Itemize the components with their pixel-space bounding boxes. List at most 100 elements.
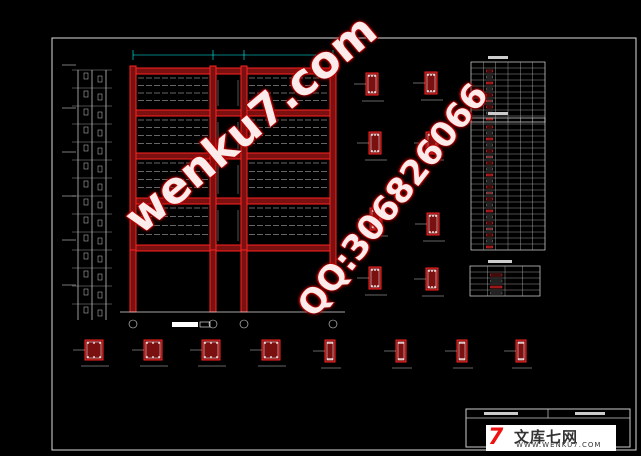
rebar-dot — [204, 356, 206, 358]
table-cell-mark — [486, 137, 493, 141]
rebar-dot — [430, 90, 432, 92]
rebar-dot — [146, 342, 148, 344]
brand-logo-icon: 7 — [488, 425, 504, 450]
rebar-dot — [398, 342, 400, 344]
rebar-dot — [435, 215, 437, 217]
axis-mark — [83, 144, 89, 152]
rebar-dot — [210, 342, 212, 344]
column-section-rebar — [427, 269, 437, 289]
rebar-dot — [374, 285, 376, 287]
rebar-dot — [459, 342, 461, 344]
rebar-dot — [434, 286, 436, 288]
rebar-dot — [152, 356, 154, 358]
rebar-dot — [398, 358, 400, 360]
rebar-dot — [374, 269, 376, 271]
table-cell-mark — [486, 191, 493, 195]
rebar-dot — [368, 75, 370, 77]
table-cell-mark — [486, 221, 493, 225]
rebar-dot — [99, 356, 101, 358]
rebar-dot — [327, 342, 329, 344]
rebar-dot — [329, 342, 331, 344]
rebar-dot — [371, 269, 373, 271]
rebar-dot — [270, 342, 272, 344]
rebar-dot — [210, 356, 212, 358]
column-section-rebar — [426, 73, 436, 93]
table-cell-mark — [486, 245, 493, 249]
rebar-dot — [368, 91, 370, 93]
rebar-dot — [427, 90, 429, 92]
rebar-dot — [428, 134, 430, 136]
rebar-dot — [87, 342, 89, 344]
rebar-dot — [371, 134, 373, 136]
table-cell-mark — [486, 105, 493, 109]
axis-mark — [97, 291, 103, 299]
rebar-dot — [459, 358, 461, 360]
rebar-dot — [431, 150, 433, 152]
rebar-dot — [378, 226, 380, 228]
table-cell-mark — [486, 75, 493, 79]
rebar-dot — [270, 356, 272, 358]
rebar-dot — [377, 269, 379, 271]
axis-mark — [97, 255, 103, 263]
rebar-dot — [402, 358, 404, 360]
rebar-dot — [463, 342, 465, 344]
axis-mark — [83, 288, 89, 296]
table-cell-mark — [490, 285, 503, 289]
rebar-dot — [372, 210, 374, 212]
rebar-dot — [520, 342, 522, 344]
rebar-dot — [158, 342, 160, 344]
axis-mark — [97, 183, 103, 191]
rebar-dot — [331, 342, 333, 344]
rebar-dot — [522, 342, 524, 344]
table-cell-mark — [486, 93, 493, 97]
table-cell-mark — [486, 179, 493, 183]
axis-bubble — [328, 319, 338, 329]
rebar-dot — [371, 285, 373, 287]
rebar-dot — [400, 342, 402, 344]
rebar-dot — [433, 90, 435, 92]
axis-mark — [83, 216, 89, 224]
table-cell-mark — [486, 87, 493, 91]
rebar-dot — [375, 210, 377, 212]
axis-bubble — [208, 319, 218, 329]
axis-mark — [97, 111, 103, 119]
rebar-dot — [374, 75, 376, 77]
table-cell-mark — [486, 203, 493, 207]
rebar-dot — [434, 150, 436, 152]
axis-mark — [83, 126, 89, 134]
axis-mark — [83, 108, 89, 116]
rebar-dot — [518, 342, 520, 344]
axis-mark — [83, 306, 89, 314]
table-cell-mark — [486, 69, 493, 73]
rebar-dot — [375, 226, 377, 228]
table-title-bar — [488, 260, 512, 263]
axis-mark — [83, 234, 89, 242]
table-cell-mark — [490, 279, 503, 283]
rebar-dot — [431, 286, 433, 288]
table-cell-mark — [486, 155, 493, 159]
axis-mark — [97, 93, 103, 101]
axis-mark — [97, 273, 103, 281]
rebar-dot — [264, 342, 266, 344]
axis-bubble — [128, 319, 138, 329]
rebar-dot — [431, 134, 433, 136]
rebar-dot — [372, 226, 374, 228]
sheet-border — [51, 37, 637, 451]
axis-mark — [83, 72, 89, 80]
beam-section-rebar — [458, 341, 466, 361]
rebar-dot — [429, 231, 431, 233]
schedule-tables — [469, 56, 546, 297]
rebar-dot — [158, 356, 160, 358]
axis-bubble — [239, 319, 249, 329]
frame-column — [329, 65, 337, 269]
axis-mark — [97, 219, 103, 227]
floor-beam — [132, 244, 334, 252]
rebar-dot — [152, 342, 154, 344]
section-details — [73, 71, 532, 369]
rebar-dot — [518, 358, 520, 360]
rebar-dot — [461, 358, 463, 360]
rebar-dot — [371, 91, 373, 93]
table-cell-mark — [490, 291, 503, 295]
